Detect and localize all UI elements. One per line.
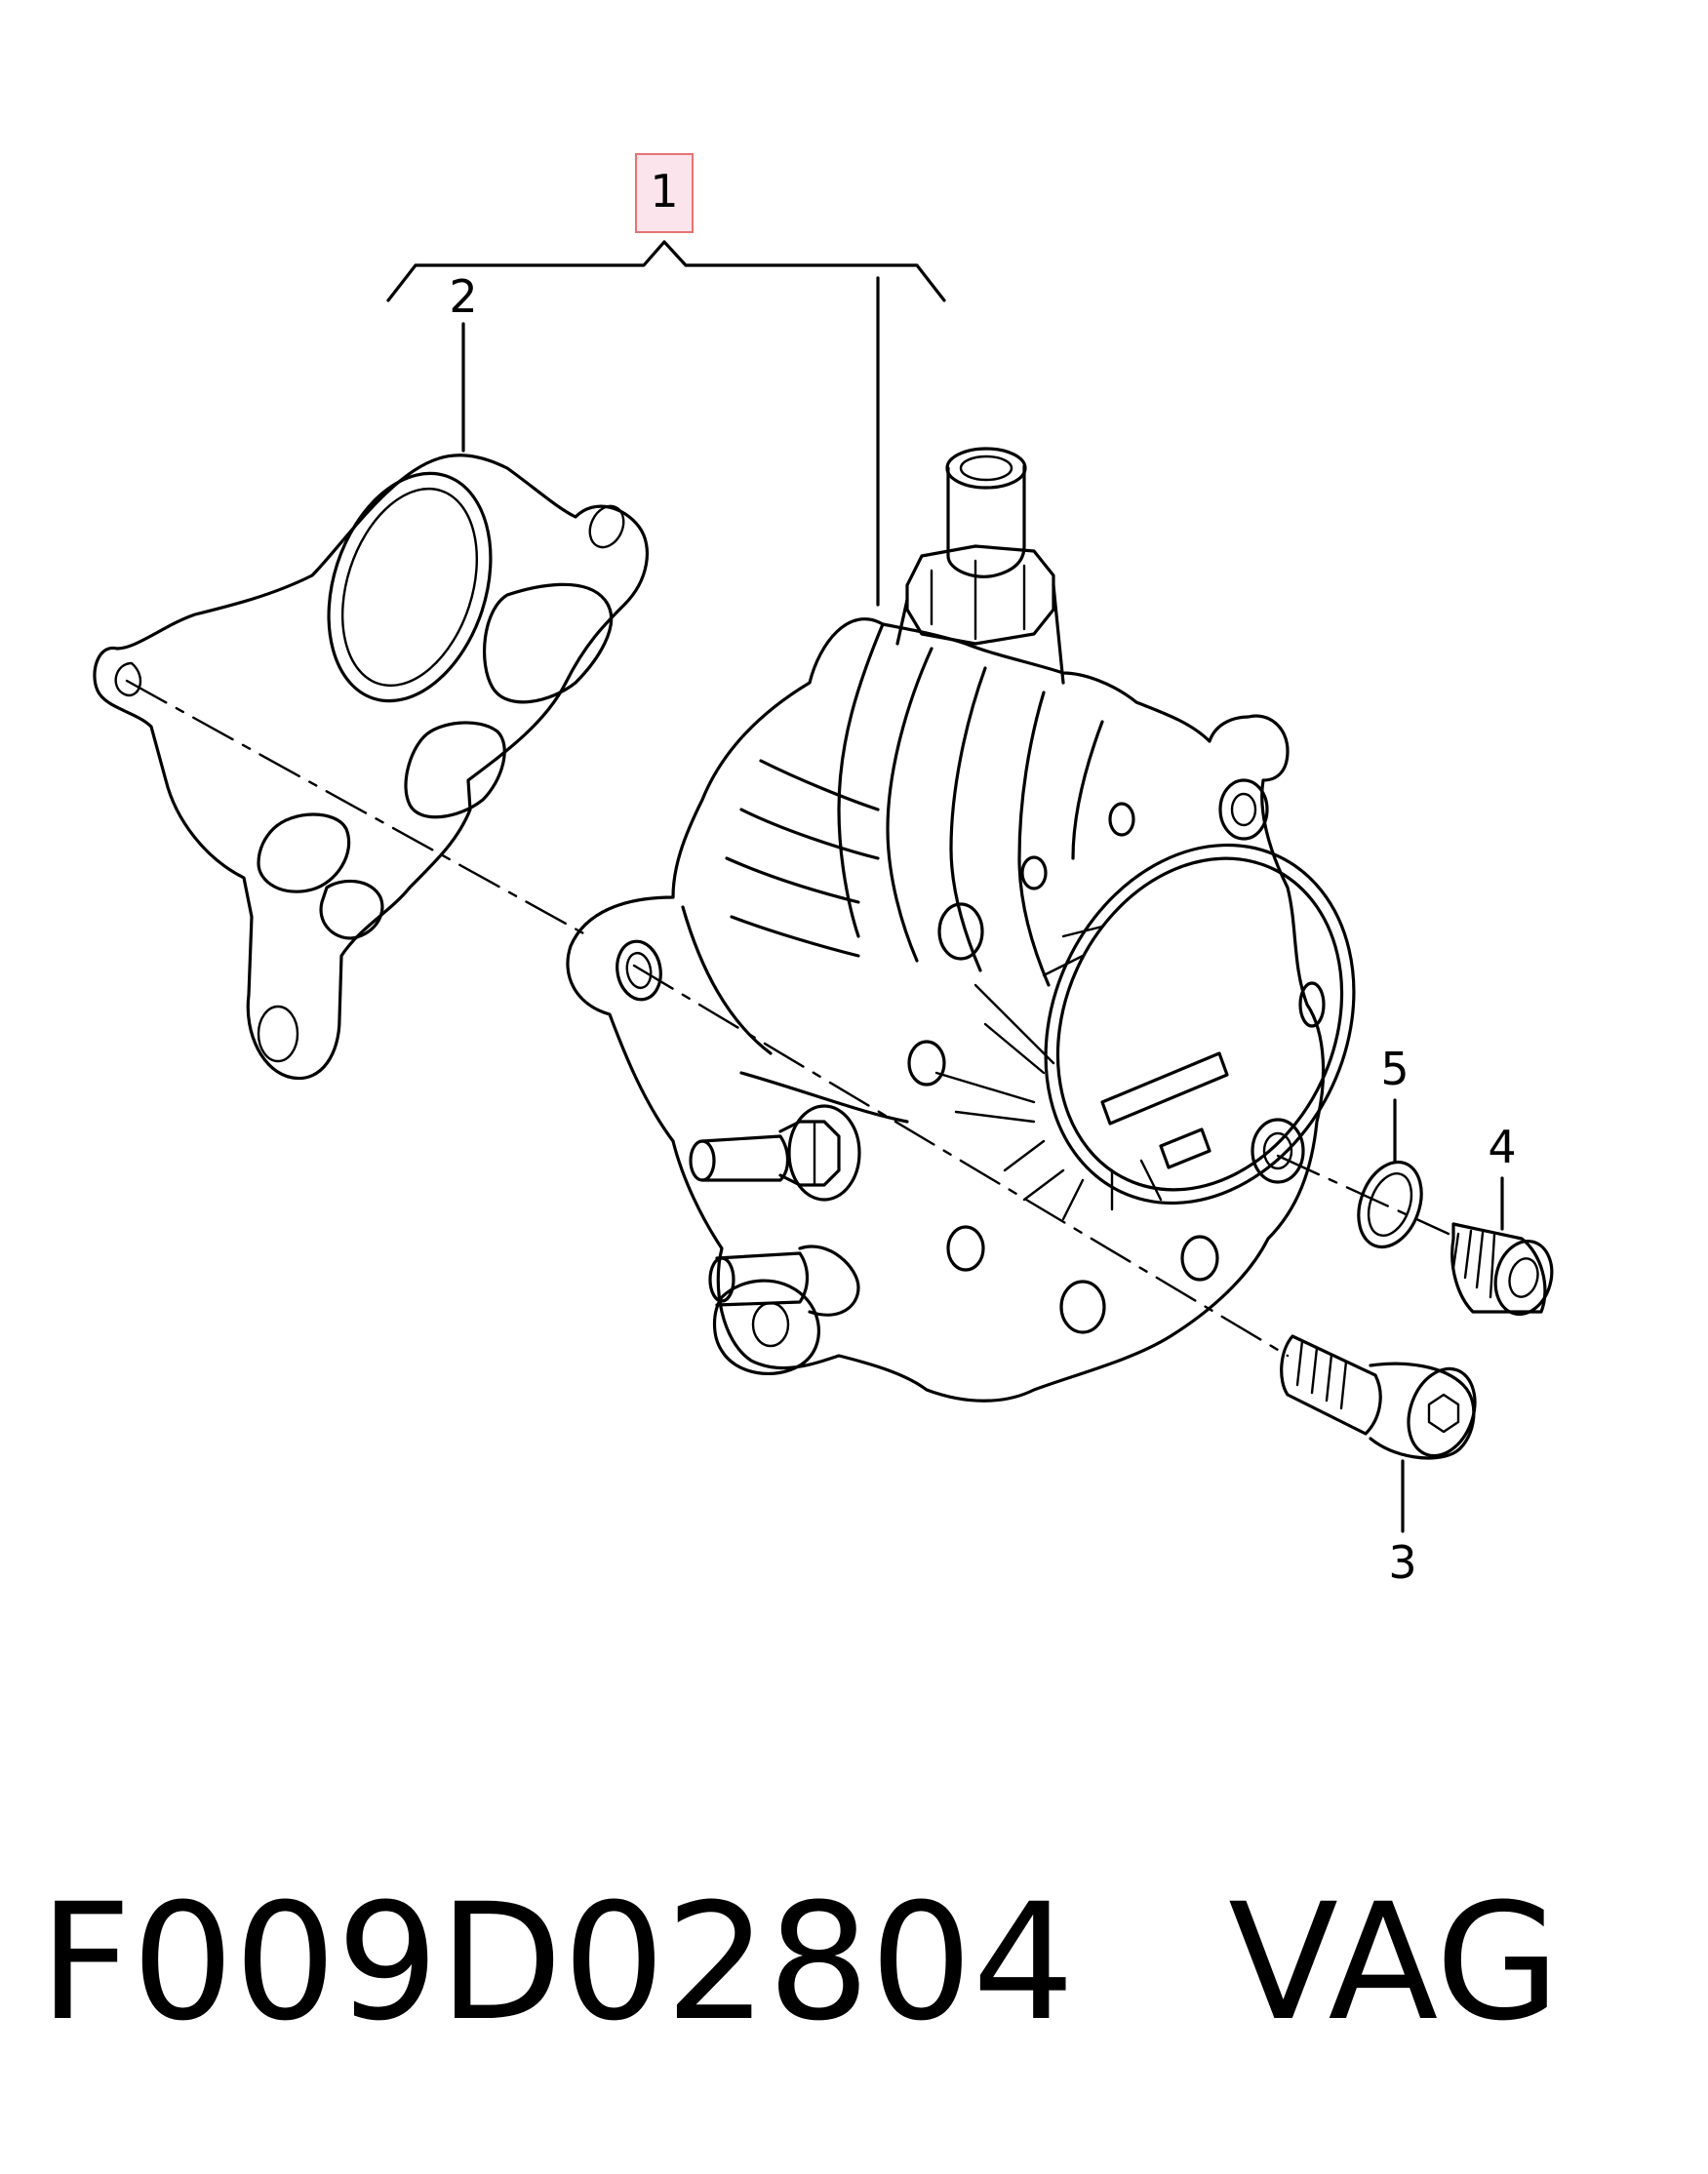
callout-3-label: 3 (1388, 1536, 1416, 1589)
callout-1[interactable]: 1 (635, 153, 694, 233)
callout-3[interactable]: 3 (1388, 1459, 1417, 1589)
callout-2[interactable]: 2 (449, 270, 478, 453)
callout-5-label: 5 (1380, 1043, 1409, 1095)
callout-2-label: 2 (449, 270, 477, 323)
part-caption: F009D02804 VAG (39, 1882, 1560, 2043)
callout-4[interactable]: 4 (1488, 1121, 1517, 1231)
gasket (93, 454, 649, 1081)
group-bracket (386, 240, 946, 302)
seal-ring (1357, 1160, 1423, 1249)
bolt (1280, 1334, 1477, 1460)
vacuum-pump (566, 447, 1356, 1403)
callout-5[interactable]: 5 (1380, 1043, 1410, 1163)
plug-screw (1450, 1222, 1554, 1317)
part-number: F009D02804 (39, 1869, 1075, 2056)
callout-1-highlight (635, 153, 694, 233)
callout-1-label: 1 (650, 165, 678, 217)
caption-gap (1075, 1869, 1228, 2056)
brand-name: VAG (1228, 1869, 1561, 2056)
callout-4-label: 4 (1488, 1121, 1516, 1173)
